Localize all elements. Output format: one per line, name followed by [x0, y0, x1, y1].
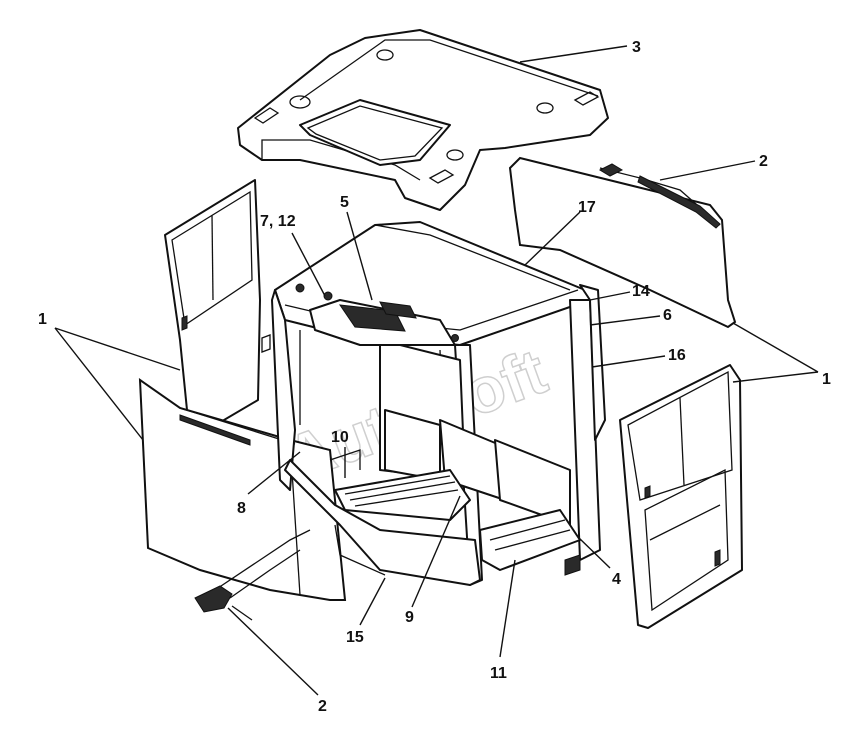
- callout-1-left: 1: [38, 311, 47, 328]
- callout-14: 14: [632, 283, 650, 300]
- callout-16: 16: [668, 347, 686, 364]
- callout-1-right: 1: [822, 371, 831, 388]
- callout-2-top: 2: [759, 153, 768, 170]
- cab-frame: [271, 221, 606, 586]
- callout-17: 17: [578, 199, 596, 216]
- callout-15: 15: [346, 629, 364, 646]
- rear-wiper: [598, 163, 721, 229]
- callout-labels: 1 1 2 2 3 4 5 6 7, 12 8 9 10 11 14 15 16…: [38, 39, 831, 715]
- roof-panel: [237, 29, 609, 211]
- callout-5: 5: [340, 194, 349, 211]
- right-door: [619, 364, 743, 629]
- callout-2-bottom: 2: [318, 698, 327, 715]
- callout-10: 10: [331, 429, 349, 446]
- callout-9: 9: [405, 609, 414, 626]
- left-door: [164, 179, 271, 441]
- callout-4: 4: [612, 571, 621, 588]
- front-wiper: [194, 529, 311, 621]
- callout-6: 6: [663, 307, 672, 324]
- callout-11: 11: [490, 665, 507, 682]
- callout-7-12: 7, 12: [260, 213, 296, 230]
- callout-8: 8: [237, 500, 246, 517]
- callout-3: 3: [632, 39, 641, 56]
- leader-lines: [54, 45, 819, 696]
